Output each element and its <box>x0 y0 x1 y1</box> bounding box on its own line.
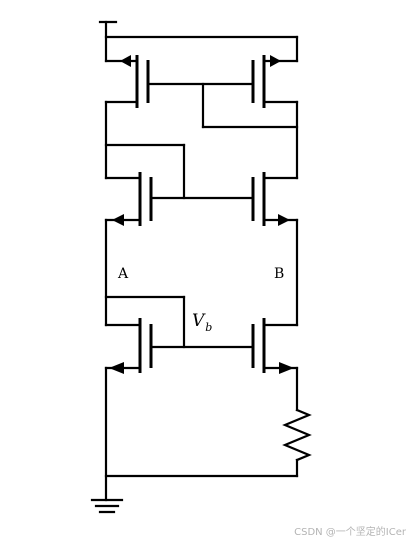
vb-label-main: V <box>192 311 206 331</box>
drain-wiring-upper <box>104 100 299 200</box>
source-arrow-icon <box>278 214 290 226</box>
node-wires <box>104 218 299 327</box>
source-arrow-icon <box>112 214 124 226</box>
vb-label-subscript: b <box>205 321 212 334</box>
source-arrow-icon <box>109 362 124 374</box>
pmos-top-right <box>251 55 299 108</box>
vb-label: Vb <box>192 311 212 334</box>
pmos-mid-left <box>104 172 153 226</box>
source-arrow-icon <box>279 362 294 374</box>
source-arrow-icon <box>270 55 281 67</box>
ground-wiring <box>104 366 299 502</box>
pmos-mid-right <box>251 172 299 226</box>
vdd-rail <box>98 20 299 63</box>
pmos-top-left <box>104 55 150 108</box>
node-b-label: B <box>274 266 284 282</box>
nmos-bottom-left <box>104 318 153 374</box>
top-gate-wiring <box>146 82 299 129</box>
nmos-bottom-right <box>251 318 299 374</box>
lower-gate-wiring <box>104 295 255 349</box>
resistor <box>282 366 312 478</box>
node-a-label: A <box>117 266 129 282</box>
ground-icon <box>90 498 124 514</box>
watermark: CSDN @一个坚定的ICer <box>294 527 406 538</box>
source-arrow-icon <box>120 55 131 67</box>
